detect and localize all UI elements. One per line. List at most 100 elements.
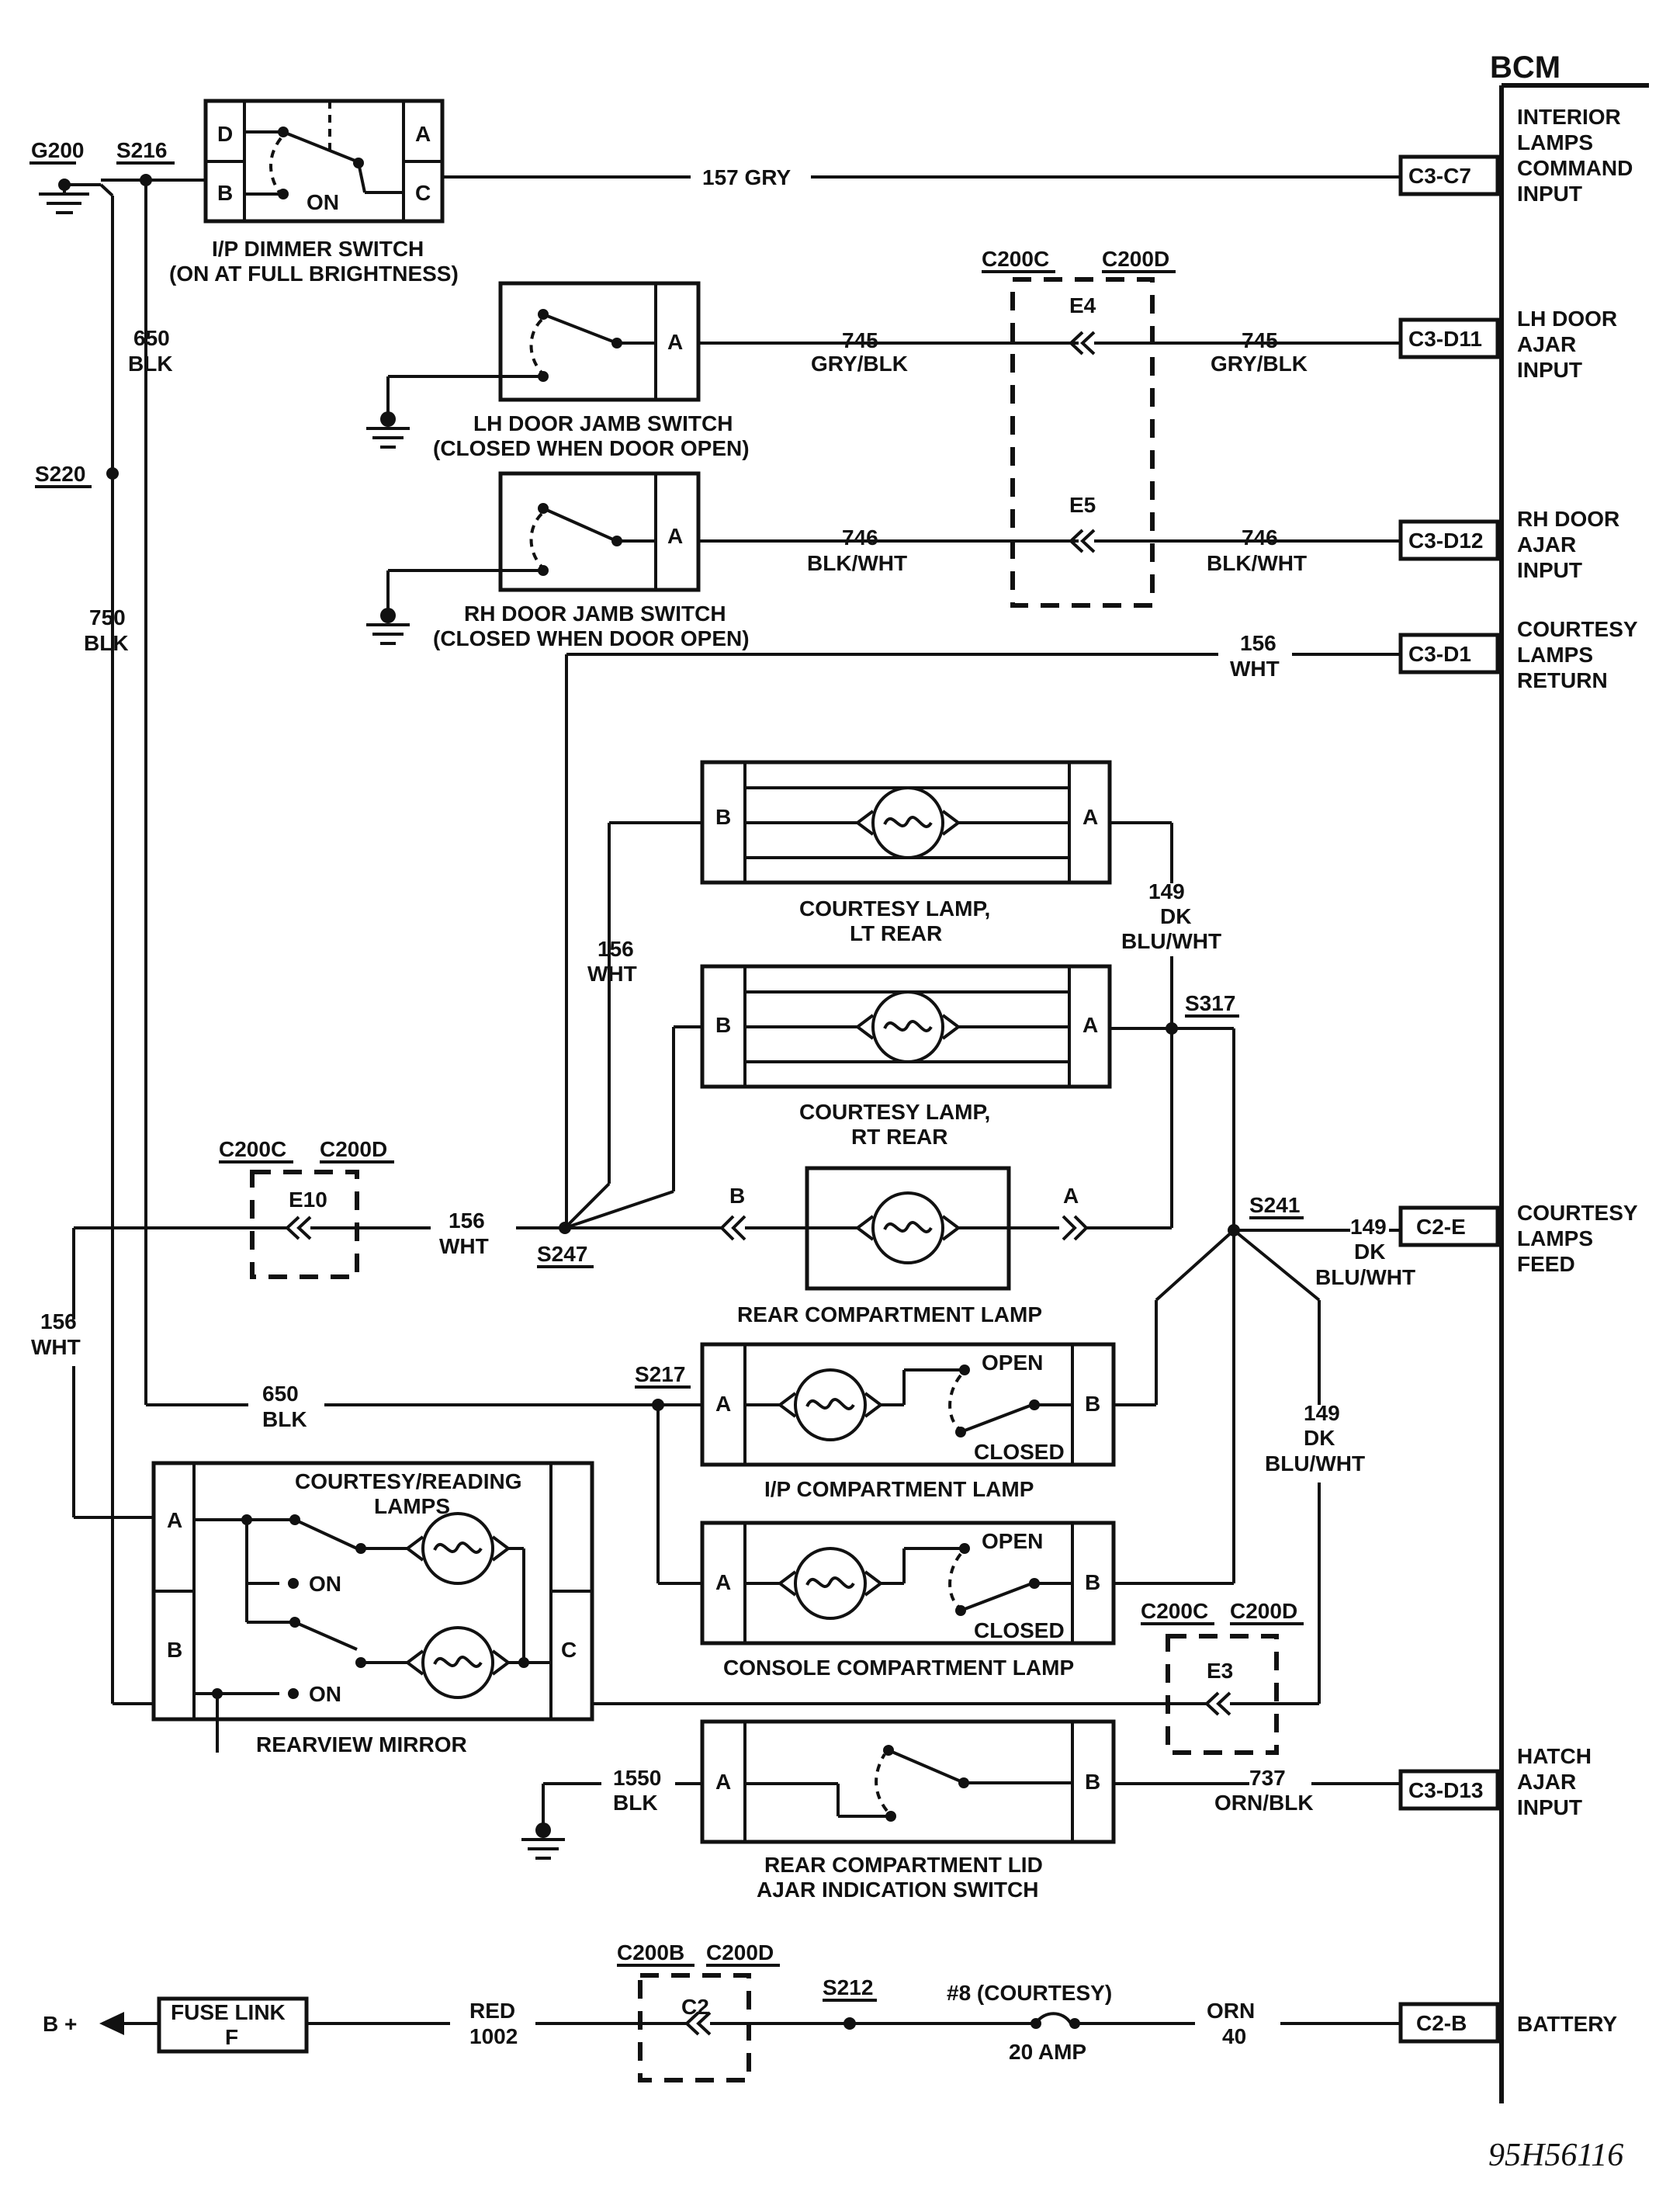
ip-dimmer-switch: D B A C ON I/P DIMMER SWITCH (ON AT FULL… [169, 99, 459, 286]
wire-156-s247: 156 [449, 1209, 485, 1233]
wire-149-feed: 149 [1350, 1215, 1387, 1239]
svg-text:S216: S216 [116, 138, 167, 162]
svg-text:AJAR: AJAR [1517, 532, 1576, 557]
svg-text:C200B: C200B [617, 1940, 684, 1965]
svg-text:OPEN: OPEN [982, 1529, 1043, 1553]
svg-text:C200D: C200D [1102, 247, 1169, 271]
svg-text:E5: E5 [1069, 493, 1096, 517]
svg-text:B: B [715, 1013, 731, 1037]
svg-text:WHT: WHT [439, 1234, 489, 1258]
svg-text:A: A [167, 1508, 182, 1532]
svg-text:B: B [729, 1184, 745, 1208]
svg-text:(ON AT FULL BRIGHTNESS): (ON AT FULL BRIGHTNESS) [169, 262, 459, 286]
svg-text:CONSOLE COMPARTMENT LAMP: CONSOLE COMPARTMENT LAMP [723, 1656, 1074, 1680]
ip-compartment-lamp: A B OPEN CLOSED I/P COMPARTMENT LAMP [700, 1342, 1116, 1501]
courtesy-lamp-lt-rear: B A COURTESY LAMP, LT REAR [700, 760, 1112, 945]
svg-text:S317: S317 [1185, 991, 1235, 1015]
svg-text:LAMPS: LAMPS [1517, 643, 1593, 667]
splice-s217: S217 [635, 1362, 702, 1585]
svg-text:A: A [667, 524, 683, 548]
svg-text:C3-D12: C3-D12 [1408, 529, 1484, 553]
svg-text:OPEN: OPEN [982, 1351, 1043, 1375]
svg-text:COURTESY LAMP,: COURTESY LAMP, [799, 896, 990, 921]
svg-text:C200C: C200C [219, 1137, 286, 1161]
svg-text:F: F [225, 2025, 238, 2049]
svg-text:LT REAR: LT REAR [850, 921, 942, 945]
svg-text:LAMPS: LAMPS [1517, 1226, 1593, 1250]
svg-text:BLK: BLK [262, 1407, 307, 1431]
ground-g200: G200 [29, 138, 114, 1704]
svg-text:ORN/BLK: ORN/BLK [1214, 1791, 1314, 1815]
wire-650-b: 650 [262, 1382, 299, 1406]
svg-text:A: A [715, 1392, 731, 1416]
svg-text:CLOSED: CLOSED [974, 1440, 1065, 1464]
splice-s241: S241 [1114, 1193, 1401, 1704]
svg-text:RH DOOR: RH DOOR [1517, 507, 1619, 531]
svg-text:REARVIEW MIRROR: REARVIEW MIRROR [256, 1732, 467, 1756]
svg-text:A: A [715, 1770, 731, 1794]
bcm-pin-c3-d12: C3-D12 RH DOOR AJAR INPUT [1398, 507, 1619, 582]
rear-compartment-lamp: B A REAR COMPARTMENT LAMP [719, 1166, 1172, 1326]
svg-text:20 AMP: 20 AMP [1009, 2040, 1086, 2064]
svg-text:AJAR INDICATION SWITCH: AJAR INDICATION SWITCH [757, 1878, 1038, 1902]
connector-c200-e3: C200C C200D E3 [601, 1599, 1319, 1755]
svg-text:GRY/BLK: GRY/BLK [1211, 352, 1308, 376]
bcm-pin-c3-d13: C3-D13 HATCH AJAR INPUT [1398, 1744, 1592, 1819]
svg-text:A: A [1063, 1184, 1079, 1208]
svg-text:C2-E: C2-E [1416, 1215, 1466, 1239]
splice-s216: S216 [101, 138, 206, 1405]
svg-text:C200D: C200D [1230, 1599, 1297, 1623]
svg-text:G200: G200 [31, 138, 85, 162]
svg-text:FUSE LINK: FUSE LINK [171, 2000, 286, 2024]
wire-737: 737 [1249, 1766, 1286, 1790]
svg-text:C3-C7: C3-C7 [1408, 164, 1471, 188]
svg-text:B: B [1085, 1770, 1100, 1794]
svg-text:BLK: BLK [84, 631, 129, 655]
svg-text:C200C: C200C [982, 247, 1049, 271]
svg-text:E3: E3 [1207, 1659, 1233, 1683]
svg-text:AJAR: AJAR [1517, 332, 1576, 356]
svg-text:B +: B + [43, 2012, 77, 2036]
svg-text:C3-D13: C3-D13 [1408, 1778, 1484, 1802]
wire-1550-blk: 1550 [613, 1766, 661, 1790]
svg-text:BLK: BLK [613, 1791, 658, 1815]
svg-text:RH DOOR JAMB SWITCH: RH DOOR JAMB SWITCH [464, 602, 726, 626]
svg-text:RT REAR: RT REAR [851, 1125, 947, 1149]
svg-text:C3-D1: C3-D1 [1408, 642, 1471, 666]
svg-text:BLK/WHT: BLK/WHT [1207, 551, 1307, 575]
rearview-mirror: A B C COURTESY/READING LAMPS ON ON [151, 1461, 594, 1756]
wire-red-1002: RED [469, 1999, 515, 2023]
svg-text:ON: ON [309, 1682, 341, 1706]
courtesy-lamp-rt-rear: B A COURTESY LAMP, RT REAR [700, 964, 1112, 1149]
console-compartment-lamp: A B OPEN CLOSED CONSOLE COMPARTMENT LAMP [700, 1521, 1116, 1680]
wire-746-l: 746 [842, 525, 878, 550]
svg-text:LAMPS: LAMPS [1517, 130, 1593, 154]
svg-text:LH DOOR: LH DOOR [1517, 307, 1617, 331]
svg-text:C: C [561, 1638, 577, 1662]
rh-door-jamb-switch: A RH DOOR JAMB SWITCH (CLOSED WHEN DOOR … [366, 471, 750, 650]
svg-text:COURTESY LAMP,: COURTESY LAMP, [799, 1100, 990, 1124]
svg-text:COURTESY: COURTESY [1517, 617, 1638, 641]
splice-s317: S317 [1166, 991, 1239, 1035]
wire-745-l: 745 [842, 328, 878, 352]
svg-text:1002: 1002 [469, 2024, 518, 2048]
svg-text:B: B [1085, 1570, 1100, 1594]
svg-text:#8 (COURTESY): #8 (COURTESY) [947, 1981, 1112, 2005]
svg-text:B: B [715, 805, 731, 829]
svg-text:C200D: C200D [706, 1940, 774, 1965]
rear-compartment-lid-switch: A B REAR COMPARTMENT LID AJAR INDICATION… [700, 1719, 1116, 1902]
wire-750-blk: 750 [89, 605, 126, 629]
svg-text:I/P DIMMER SWITCH: I/P DIMMER SWITCH [212, 237, 424, 261]
svg-text:ON: ON [307, 190, 339, 214]
svg-text:S247: S247 [537, 1242, 587, 1266]
bcm-pin-c3-c7: C3-C7 INTERIOR LAMPS COMMAND INPUT [1398, 105, 1633, 206]
wire-orn-40: ORN [1207, 1999, 1255, 2023]
svg-text:COURTESY: COURTESY [1517, 1201, 1638, 1225]
svg-text:COMMAND: COMMAND [1517, 156, 1633, 180]
wire-650-blk-a: 650 [133, 326, 170, 350]
wire-745-r: 745 [1242, 328, 1278, 352]
wire-156-left: 156 [40, 1309, 77, 1333]
svg-text:C2-B: C2-B [1416, 2011, 1467, 2035]
bcm-pin-c3-d1: C3-D1 COURTESY LAMPS RETURN [1398, 617, 1638, 692]
